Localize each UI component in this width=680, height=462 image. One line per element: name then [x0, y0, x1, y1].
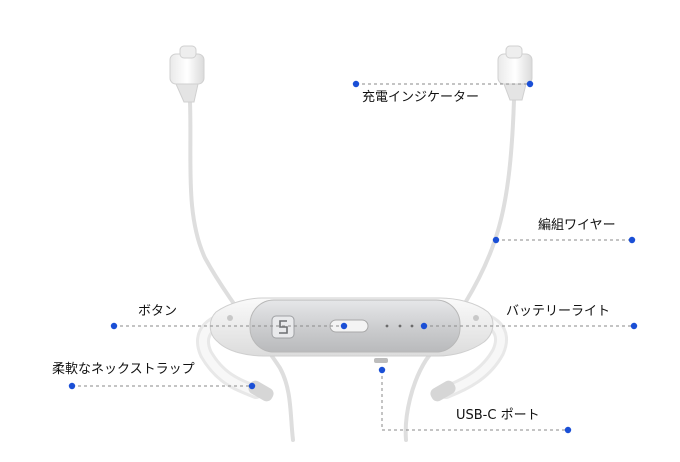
left-earbud	[169, 45, 205, 103]
leader-lines	[72, 83, 634, 431]
left-cable	[188, 100, 295, 442]
flexible-strap-label: 柔軟なネックストラップ	[52, 362, 195, 377]
battery-light-label: バッテリーライト	[506, 304, 611, 319]
braided-wire-label: 編組ワイヤー	[538, 218, 616, 233]
S-logo-icon	[271, 315, 295, 339]
charging-indicator-label: 充電インジケーター	[362, 90, 480, 105]
right-earbud	[497, 45, 533, 101]
battery-light	[385, 324, 414, 328]
usb-c-port	[374, 358, 388, 363]
right-cable	[403, 98, 516, 442]
marker-dots	[68, 80, 638, 434]
button-label: ボタン	[138, 304, 178, 319]
usb-c-port-label: USB-C ポート	[456, 408, 540, 423]
control-button[interactable]	[329, 319, 369, 333]
